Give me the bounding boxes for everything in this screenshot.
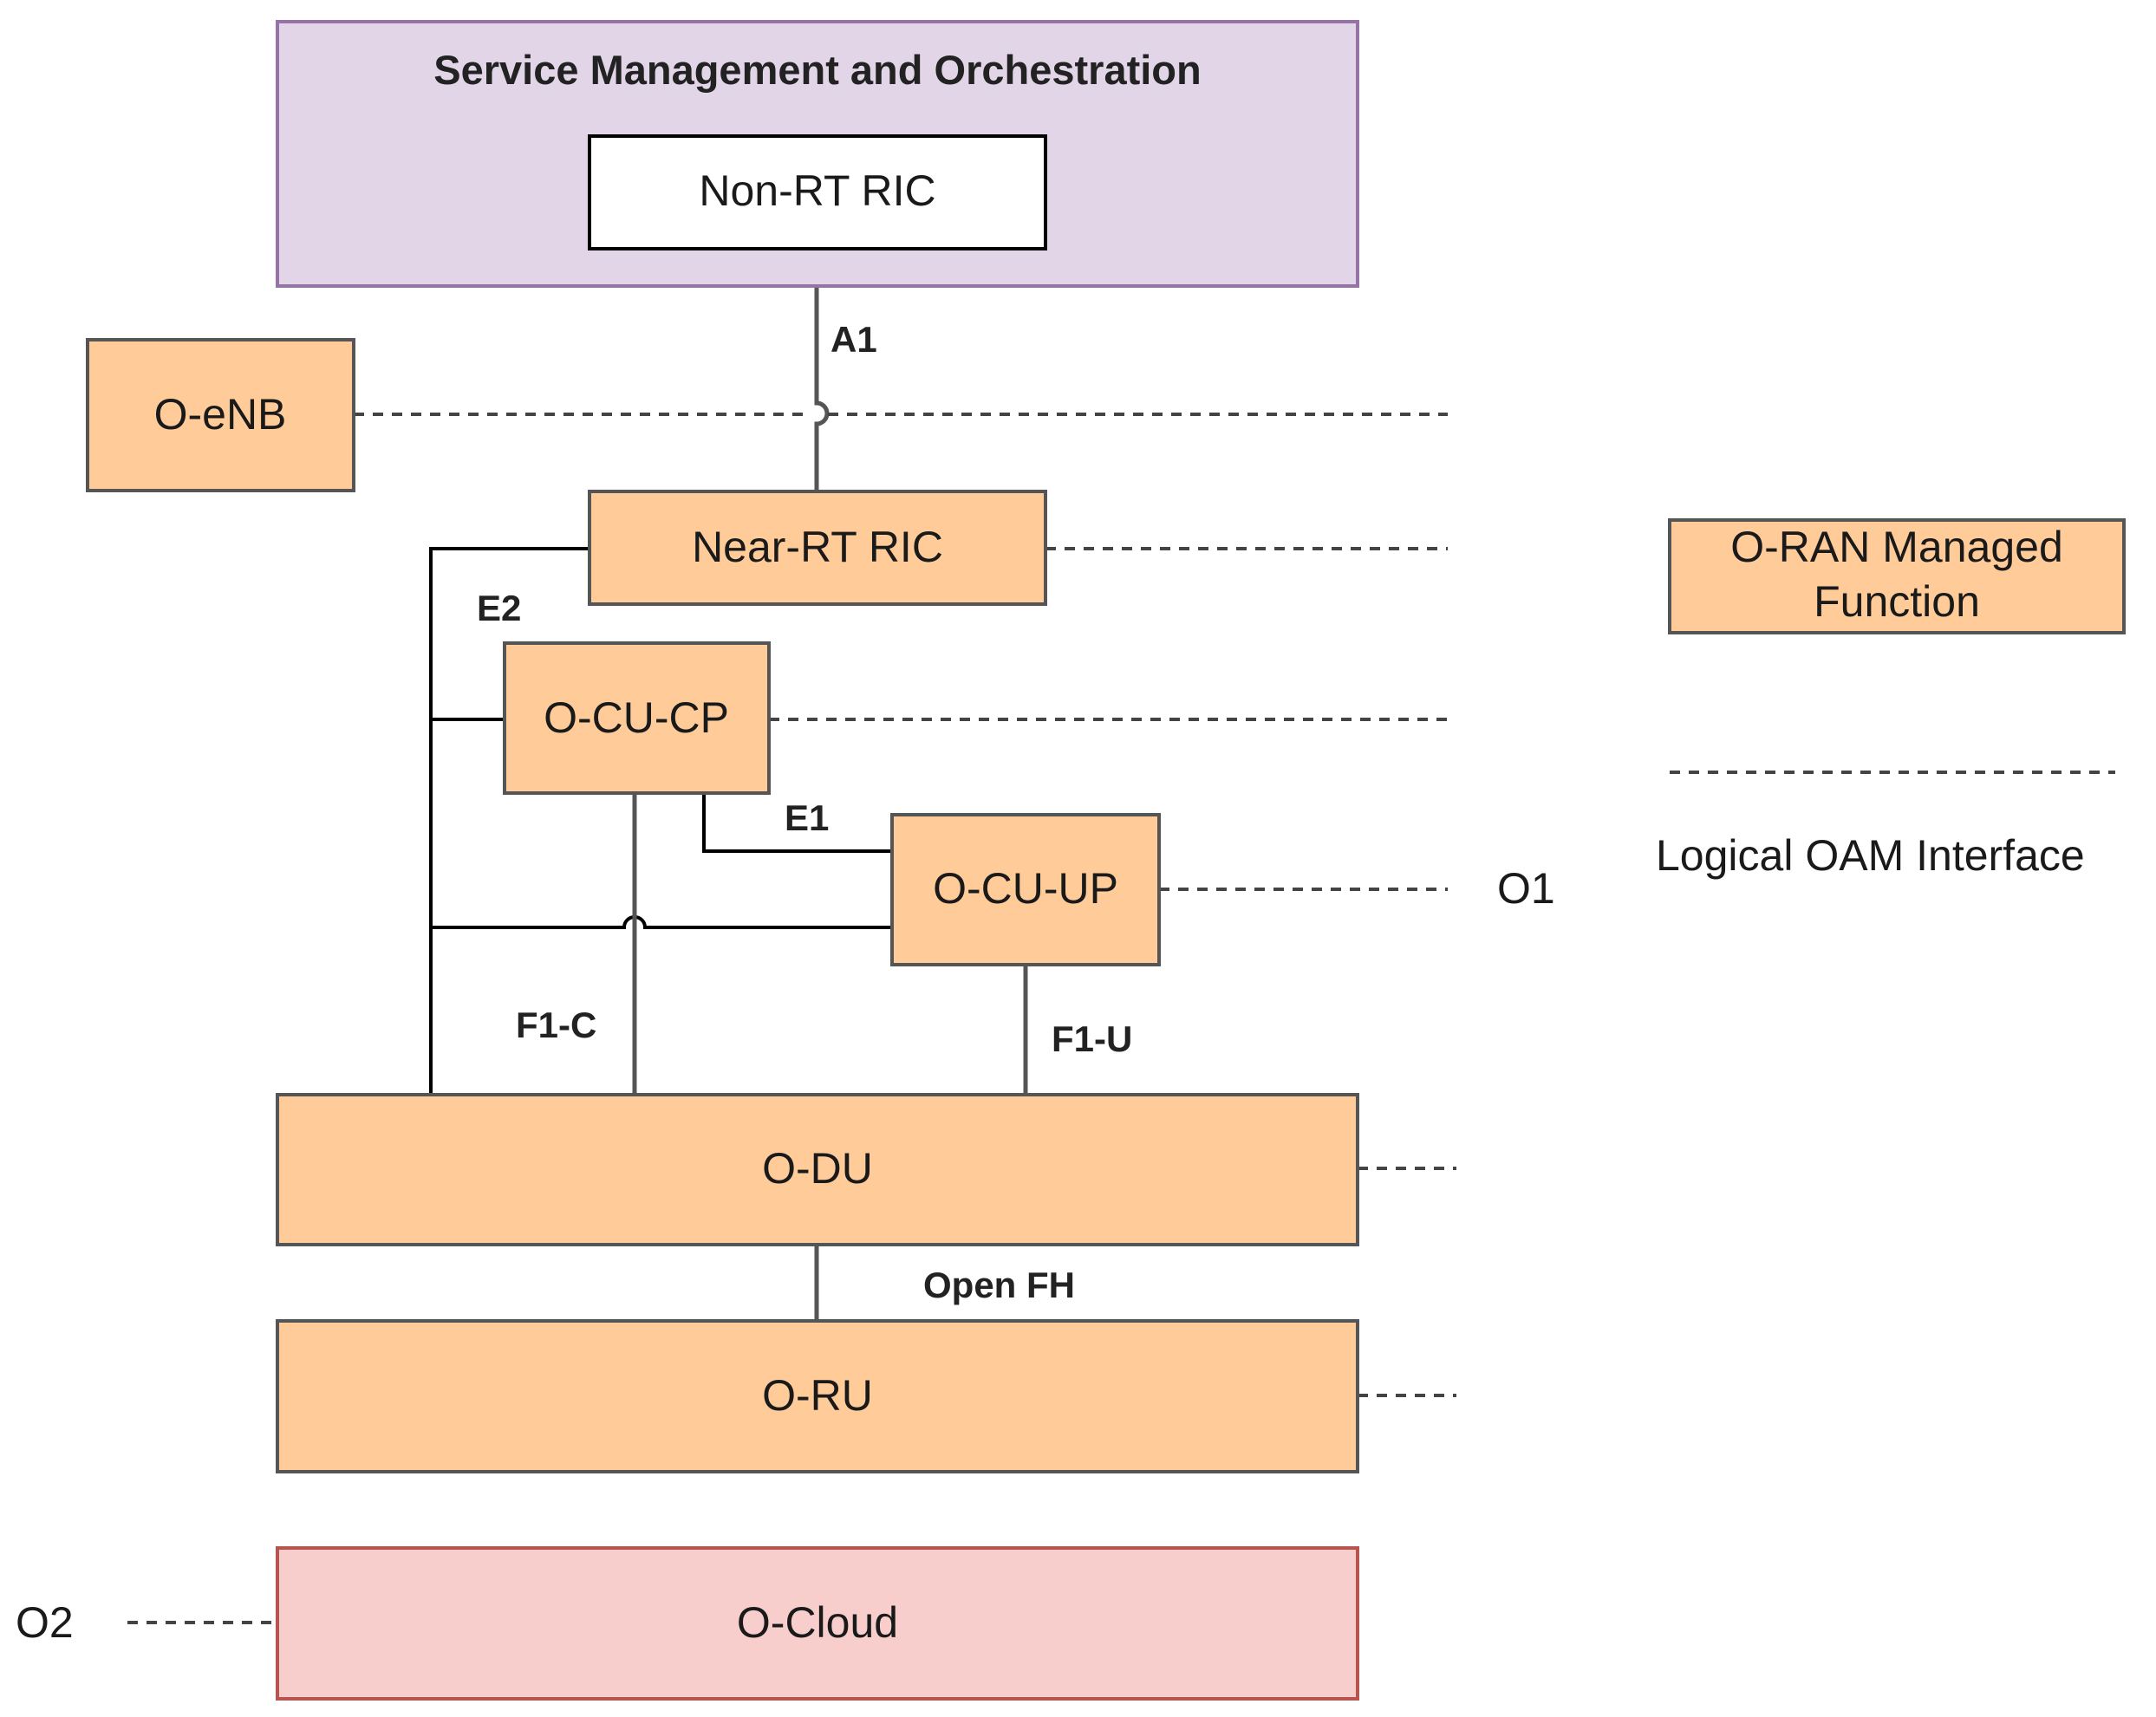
o-enb-box xyxy=(86,338,355,492)
e1-link xyxy=(702,793,890,853)
o-cloud-label: O-Cloud xyxy=(737,1598,898,1647)
open-fh-label: Open FH xyxy=(923,1265,1075,1305)
o2-label: O2 xyxy=(16,1598,74,1647)
legend-managed-function-swatch xyxy=(1668,518,2126,634)
legend-oam-interface-label: Logical OAM Interface xyxy=(1656,831,2085,880)
non-rt-ric-label: Non-RT RIC xyxy=(699,166,935,215)
a1-label: A1 xyxy=(830,319,877,360)
a1-link xyxy=(814,249,830,490)
legend-managed-function-label-line1: O-RAN Managed xyxy=(1730,523,2063,571)
near-rt-ric-box xyxy=(588,490,1047,606)
o1-label: O1 xyxy=(1497,864,1555,913)
o-cu-up-box xyxy=(890,813,1161,966)
o-enb-label: O-eNB xyxy=(154,390,287,439)
o-cloud-box xyxy=(276,1546,1359,1701)
legend-managed-function-label-line2: Function xyxy=(1814,577,1980,626)
f1-c-label: F1-C xyxy=(516,1005,596,1045)
o-ru-box xyxy=(276,1319,1359,1473)
o-cu-up-label: O-CU-UP xyxy=(933,864,1118,913)
near-rt-ric-label: Near-RT RIC xyxy=(692,523,943,571)
e1-label: E1 xyxy=(785,797,829,838)
e2-to-o-cu-up-link xyxy=(431,915,890,929)
o-ru-label: O-RU xyxy=(762,1371,873,1420)
f1-u-label: F1-U xyxy=(1052,1018,1132,1059)
e2-label: E2 xyxy=(477,588,521,628)
o-cu-cp-box xyxy=(503,641,771,795)
o-du-box xyxy=(276,1093,1359,1246)
o-du-label: O-DU xyxy=(762,1144,873,1193)
e2-link xyxy=(429,547,589,1094)
o-cu-cp-label: O-CU-CP xyxy=(544,693,729,742)
smo-label: Service Management and Orchestration xyxy=(433,47,1201,93)
non-rt-ric-box xyxy=(588,134,1047,250)
